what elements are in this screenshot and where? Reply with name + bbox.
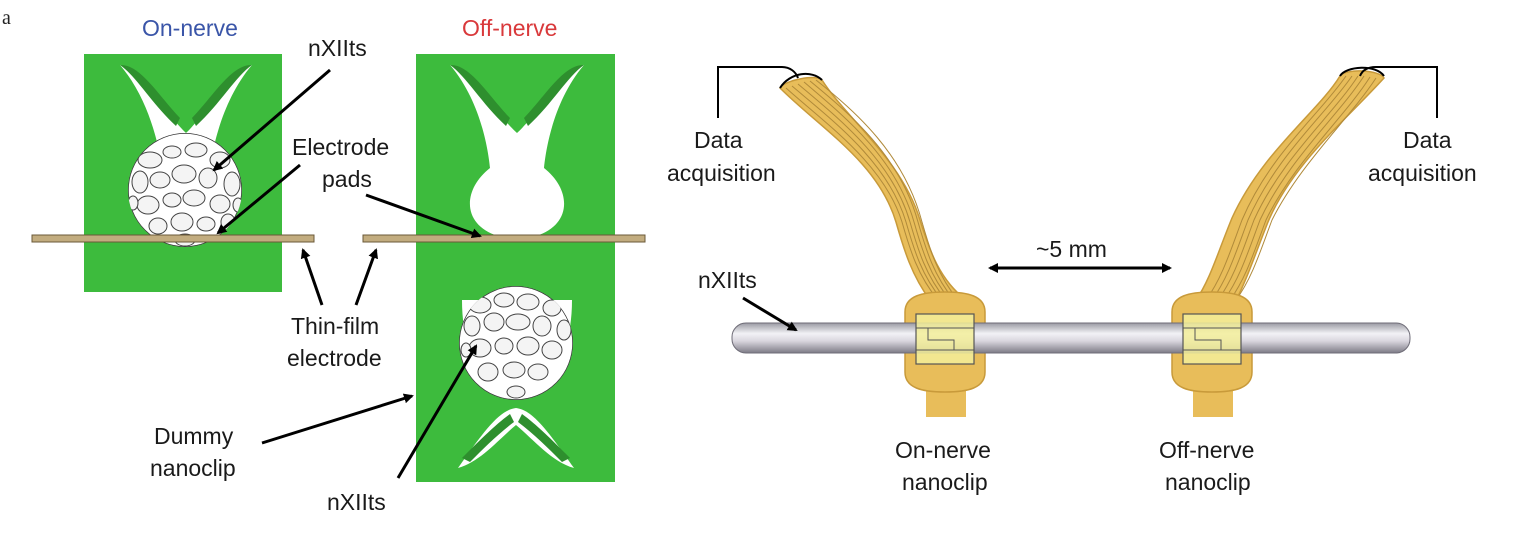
nerve-cross-section-bottom [459,286,573,400]
nerve-label: nXIIts [698,267,757,293]
data-acq-wire-left [717,66,799,118]
panel-letter: a [2,7,11,29]
ribbon-cable-right [1194,66,1385,301]
thin-film-strip-right [362,234,646,243]
thin-film-strip-left [31,234,315,243]
arrow-electrode-pad-right [365,193,482,238]
label-dummy-line1: Dummy [154,423,234,449]
data-acquisition-right-line1: Data [1403,127,1452,153]
label-dummy-line2: nanoclip [150,455,236,481]
nerve-cylinder [731,322,1411,354]
label-thin-film-line2: electrode [287,345,382,371]
label-nxiits-top: nXIIts [308,35,367,61]
arrow-nxiits-top [212,68,331,172]
arrow-nxiits-bottom [396,344,478,479]
label-electrode-pads-line1: Electrode [292,134,389,160]
arrow-dummy-nanoclip [261,393,414,445]
ribbon-cable-left [779,72,969,301]
arrow-thin-film-left [300,248,324,306]
distance-label: ~5 mm [1036,236,1107,262]
arrow-thin-film-right [354,248,378,306]
off-nerve-clip [416,54,615,482]
on-nerve-nanoclip-label-line1: On-nerve [895,437,991,463]
on-nerve-clip [84,54,282,292]
data-acq-wire-right [1359,66,1438,118]
label-nxiits-bottom: nXIIts [327,489,386,515]
data-acquisition-left-line1: Data [694,127,743,153]
on-nerve-title: On-nerve [142,15,238,41]
data-acquisition-left-line2: acquisition [667,160,776,186]
nerve-cross-section-top [128,133,242,247]
arrow-electrode-pad-left [216,163,301,235]
label-thin-film-line1: Thin-film [291,313,379,339]
off-nerve-nanoclip-label-line1: Off-nerve [1159,437,1254,463]
arrow-nerve-label [742,296,798,332]
on-nerve-clip-window [915,313,975,365]
off-nerve-clip-window [1182,313,1242,365]
data-acquisition-right-line2: acquisition [1368,160,1477,186]
off-nerve-title: Off-nerve [462,15,557,41]
off-nerve-nanoclip-label-line2: nanoclip [1165,469,1251,495]
on-nerve-nanoclip-label-line2: nanoclip [902,469,988,495]
label-electrode-pads-line2: pads [322,166,372,192]
